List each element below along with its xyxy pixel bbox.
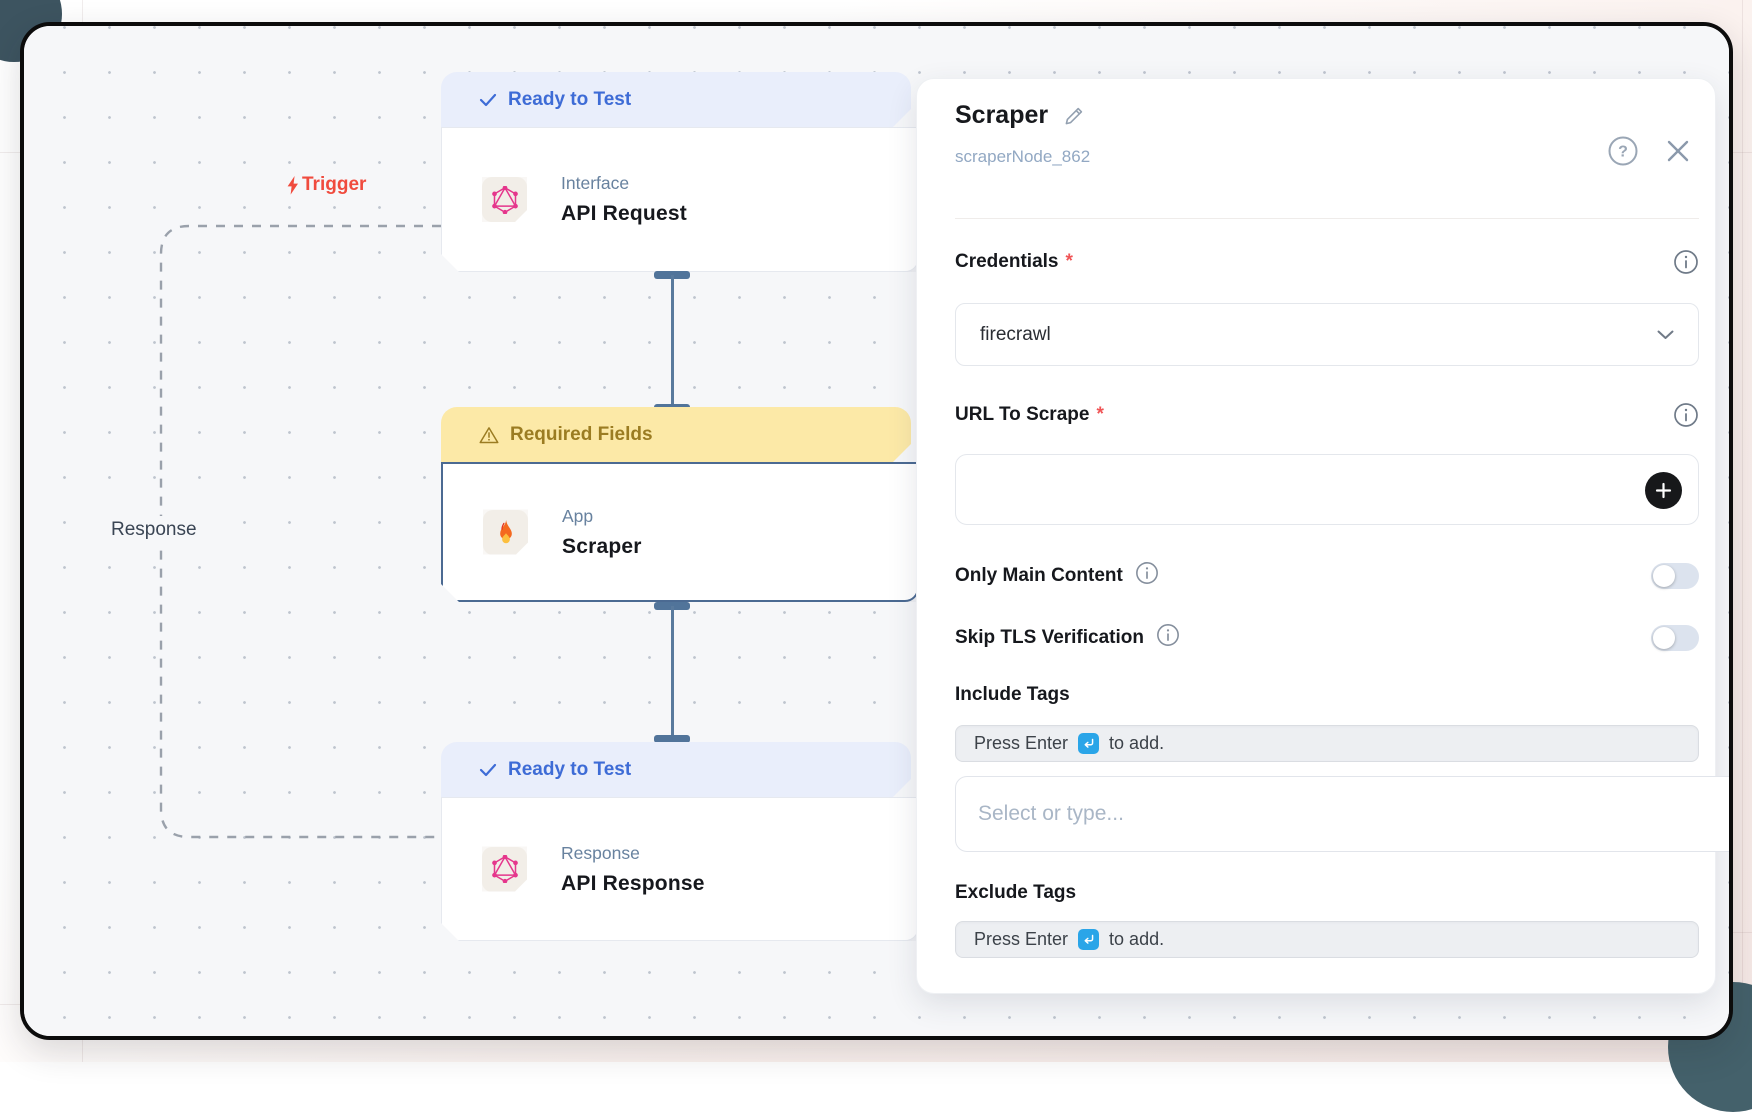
credentials-label: Credentials (955, 251, 1058, 273)
skip-tls-toggle[interactable] (1651, 625, 1699, 651)
info-icon (1135, 561, 1159, 585)
close-icon (1665, 138, 1691, 164)
graphql-icon (482, 177, 527, 222)
pencil-icon (1062, 104, 1086, 128)
edit-title-button[interactable] (1062, 104, 1086, 128)
only-main-content-label: Only Main Content (955, 565, 1123, 587)
node-id: scraperNode_862 (955, 147, 1699, 167)
exclude-tags-label: Exclude Tags (955, 882, 1076, 904)
desktop-background: Trigger Response Ready to Test (0, 0, 1752, 1062)
node-category: App (562, 506, 642, 527)
hint-prefix: Press Enter (974, 733, 1068, 754)
node-title: API Request (561, 202, 687, 226)
node-api-request[interactable]: Ready to Test Interface (441, 72, 919, 272)
only-main-content-info-button[interactable] (1135, 561, 1159, 591)
node-status-badge: Required Fields (441, 407, 911, 462)
info-icon (1156, 623, 1180, 647)
node-scraper[interactable]: Required Fields App Scraper (441, 407, 919, 602)
enter-key-icon (1078, 929, 1099, 950)
node-category: Response (561, 843, 705, 864)
graphql-icon (482, 847, 527, 892)
node-api-response[interactable]: Ready to Test Response A (441, 742, 919, 941)
hint-suffix: to add. (1109, 733, 1164, 754)
url-info-button[interactable] (1673, 402, 1699, 434)
trigger-text: Trigger (302, 174, 366, 196)
node-status-badge: Ready to Test (441, 742, 911, 797)
include-tags-input[interactable] (955, 776, 1733, 852)
skip-tls-info-button[interactable] (1156, 623, 1180, 653)
enter-key-icon (1078, 733, 1099, 754)
node-config-panel: Scraper scraperNode_862 ? (916, 78, 1716, 994)
include-tags-label: Include Tags (955, 684, 1070, 706)
check-icon (479, 763, 497, 777)
flame-icon (483, 510, 528, 555)
skip-tls-label: Skip TLS Verification (955, 627, 1144, 649)
svg-text:?: ? (1618, 144, 1628, 161)
response-loop-label: Response (104, 516, 204, 544)
plus-icon (1655, 482, 1672, 499)
include-tags-hint: Press Enter to add. (955, 725, 1699, 762)
node-title: Scraper (562, 535, 642, 559)
node-card[interactable]: Interface API Request (441, 127, 919, 272)
info-icon (1673, 402, 1699, 428)
chevron-down-icon (1657, 330, 1674, 340)
close-panel-button[interactable] (1665, 138, 1691, 164)
add-variable-button[interactable] (1645, 472, 1682, 509)
background-gridline (1742, 0, 1743, 1062)
panel-divider (955, 218, 1699, 219)
info-icon (1673, 249, 1699, 275)
check-icon (479, 93, 497, 107)
hint-prefix: Press Enter (974, 929, 1068, 950)
workflow-window: Trigger Response Ready to Test (20, 22, 1733, 1040)
credentials-select[interactable]: firecrawl (955, 303, 1699, 366)
trigger-label: Trigger (286, 174, 366, 196)
credentials-value: firecrawl (980, 324, 1051, 346)
required-marker: * (1065, 251, 1072, 273)
response-text: Response (111, 519, 197, 540)
help-icon: ? (1607, 135, 1639, 167)
credentials-info-button[interactable] (1673, 249, 1699, 281)
node-status-label: Required Fields (510, 424, 653, 446)
required-marker: * (1096, 404, 1103, 426)
node-card[interactable]: App Scraper (441, 462, 919, 602)
node-title: API Response (561, 872, 705, 896)
connector (654, 602, 690, 743)
node-card[interactable]: Response API Response (441, 797, 919, 941)
url-to-scrape-input[interactable] (955, 454, 1699, 525)
node-category: Interface (561, 173, 687, 194)
node-status-label: Ready to Test (508, 89, 631, 111)
url-to-scrape-label: URL To Scrape (955, 404, 1089, 426)
hint-suffix: to add. (1109, 929, 1164, 950)
panel-title: Scraper (955, 101, 1048, 130)
exclude-tags-hint: Press Enter to add. (955, 921, 1699, 958)
node-status-label: Ready to Test (508, 759, 631, 781)
help-button[interactable]: ? (1607, 135, 1639, 167)
only-main-content-toggle[interactable] (1651, 563, 1699, 589)
warning-icon (479, 426, 499, 444)
node-status-badge: Ready to Test (441, 72, 911, 127)
lightning-icon (286, 176, 300, 195)
connector (654, 271, 690, 412)
